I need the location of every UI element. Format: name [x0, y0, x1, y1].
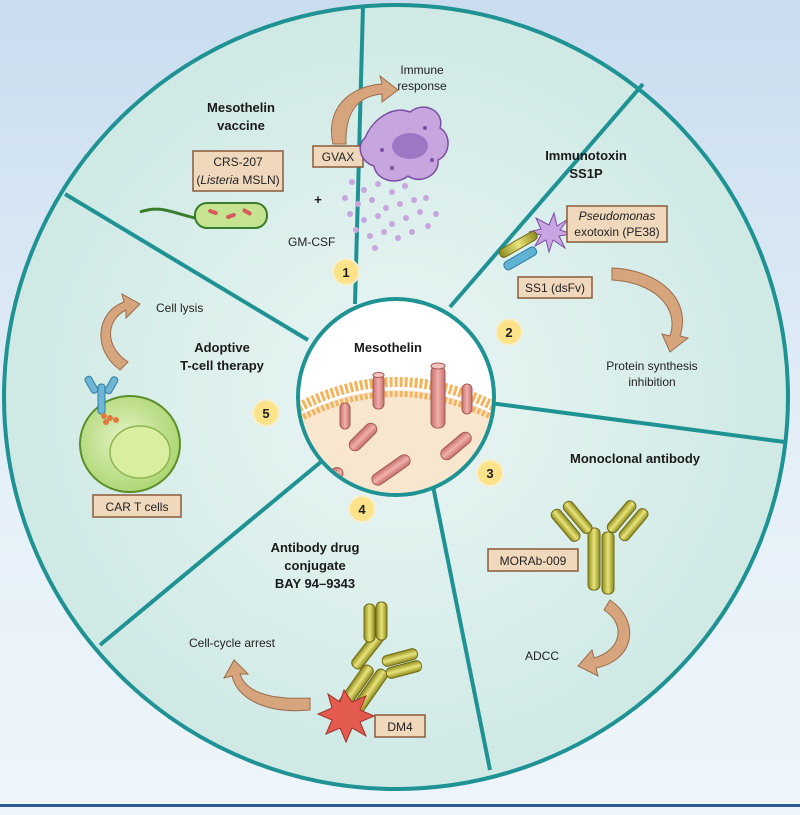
listeria-label: (Listeria MSLN): [196, 173, 279, 187]
number-badge-4: [348, 495, 376, 523]
adc-title-1: Antibody drug: [271, 540, 360, 555]
number-4: 4: [358, 502, 366, 517]
dendritic-cell-icon: [359, 106, 449, 182]
number-badge-2: [495, 318, 523, 346]
section-vaccine: Mesothelin vaccine CRS-207 (Listeria MSL…: [139, 63, 449, 286]
vaccine-outcome-2: response: [397, 79, 447, 93]
ss1-label: SS1 (dsFv): [525, 281, 585, 295]
tcell-arrow-icon: [100, 293, 141, 371]
center-cell: Mesothelin: [296, 297, 496, 497]
adc-title-2: conjugate: [284, 558, 345, 573]
gm-csf-particles-icon: [342, 179, 439, 251]
footer-rule: [0, 804, 800, 807]
gm-csf-label: GM-CSF: [288, 235, 335, 249]
dm4-drug-icon: [316, 688, 376, 744]
tcell-outcome: Cell lysis: [156, 301, 203, 315]
adc-antibody-icon: [338, 601, 423, 714]
adc-arrow-icon: [223, 659, 311, 712]
number-5: 5: [262, 406, 269, 421]
section-monoclonal: Monoclonal antibody MORAb-009 ADCC 3: [476, 451, 701, 677]
monoclonal-outcome: ADCC: [525, 649, 559, 663]
immunotoxin-title-1: Immunotoxin: [545, 148, 627, 163]
car-t-cell-icon: [79, 375, 181, 493]
wedge-dividers: [63, 5, 786, 771]
section-immunotoxin: Immunotoxin SS1P Pseudomonas exotoxin (P…: [495, 148, 698, 389]
number-badge-3: [476, 459, 504, 487]
vaccine-arrow-icon: [331, 74, 399, 145]
ss1-dsfv-icon: [498, 231, 538, 271]
immunotoxin-arrow-icon: [611, 267, 690, 353]
section-tcell: Adoptive T-cell therapy CAR T cells Cell…: [79, 293, 280, 518]
immunotoxin-outcome-2: inhibition: [628, 375, 675, 389]
number-badge-5: [252, 399, 280, 427]
pseudomonas-box: [566, 205, 668, 243]
car-t-label: CAR T cells: [106, 500, 169, 514]
plus-sign: +: [314, 192, 322, 207]
pe38-toxin-icon: [528, 211, 573, 254]
tcell-title-2: T-cell therapy: [180, 358, 265, 373]
morab-label: MORAb-009: [500, 554, 567, 568]
center-title: Mesothelin: [354, 340, 422, 355]
adc-outcome: Cell-cycle arrest: [189, 636, 276, 650]
crs207-label: CRS-207: [213, 155, 263, 169]
listeria-bacterium-icon: [139, 202, 268, 229]
dm4-box: [374, 714, 426, 738]
monoclonal-arrow-icon: [577, 599, 631, 677]
car-t-box: [92, 494, 182, 518]
vaccine-title-1: Mesothelin: [207, 100, 275, 115]
ss1-box: [517, 276, 593, 299]
number-1: 1: [342, 265, 349, 280]
number-3: 3: [486, 466, 493, 481]
exotoxin-label: exotoxin (PE38): [574, 225, 659, 239]
gvax-label: GVAX: [322, 150, 354, 164]
vaccine-title-2: vaccine: [217, 118, 265, 133]
pseudomonas-label: Pseudomonas: [579, 209, 656, 223]
monoclonal-antibody-icon: [550, 500, 649, 595]
number-2: 2: [505, 325, 512, 340]
monoclonal-title: Monoclonal antibody: [570, 451, 701, 466]
vaccine-outcome-1: Immune: [400, 63, 444, 77]
immunotoxin-title-2: SS1P: [569, 166, 603, 181]
tcell-title-1: Adoptive: [194, 340, 250, 355]
number-badge-1: [332, 258, 360, 286]
morab-box: [487, 548, 579, 572]
immunotoxin-outcome-1: Protein synthesis: [606, 359, 697, 373]
adc-title-3: BAY 94–9343: [275, 576, 355, 591]
section-adc: Antibody drug conjugate BAY 94–9343 DM4 …: [189, 495, 426, 744]
crs207-box: [192, 150, 284, 192]
cell-membrane: [300, 377, 492, 417]
dm4-label: DM4: [387, 720, 413, 734]
